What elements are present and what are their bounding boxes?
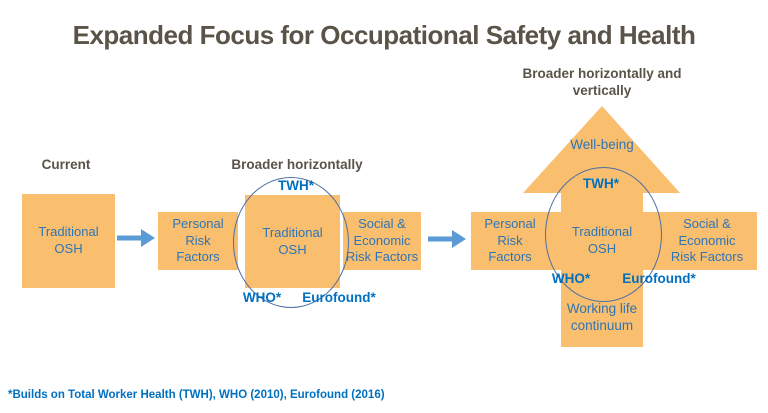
slide-title: Expanded Focus for Occupational Safety a… bbox=[72, 20, 696, 50]
twh-label: TWH* bbox=[583, 176, 619, 191]
who-label: WHO* bbox=[551, 271, 591, 286]
social-economic-box: Social & Economic Risk Factors bbox=[343, 212, 421, 270]
current-label: Current bbox=[41, 157, 91, 172]
personal-risk-factors-text: Personal Risk Factors bbox=[484, 215, 536, 265]
who-label: WHO* bbox=[242, 290, 282, 305]
venn-ellipse bbox=[233, 177, 349, 308]
working-life-continuum-label: Working life continuum bbox=[566, 301, 638, 333]
right-arrow-icon bbox=[117, 229, 155, 247]
wellbeing-label: Well-being bbox=[570, 137, 634, 152]
broader-both-label: Broader horizontally and vertically bbox=[522, 66, 682, 98]
eurofound-label: Eurofound* bbox=[622, 271, 696, 286]
traditional-osh-text: Traditional OSH bbox=[571, 224, 633, 256]
eurofound-label: Eurofound* bbox=[302, 290, 376, 305]
twh-label: TWH* bbox=[278, 178, 314, 193]
personal-risk-factors-box: Personal Risk Factors bbox=[158, 212, 238, 270]
right-arrow-icon bbox=[428, 230, 466, 248]
broader-horizontally-label: Broader horizontally bbox=[231, 157, 363, 172]
footnote: *Builds on Total Worker Health (TWH), WH… bbox=[8, 389, 385, 401]
current-traditional-osh-box: Traditional OSH bbox=[22, 194, 115, 288]
venn-ellipse bbox=[545, 167, 662, 302]
social-economic-text: Social & Economic Risk Factors bbox=[670, 215, 744, 265]
